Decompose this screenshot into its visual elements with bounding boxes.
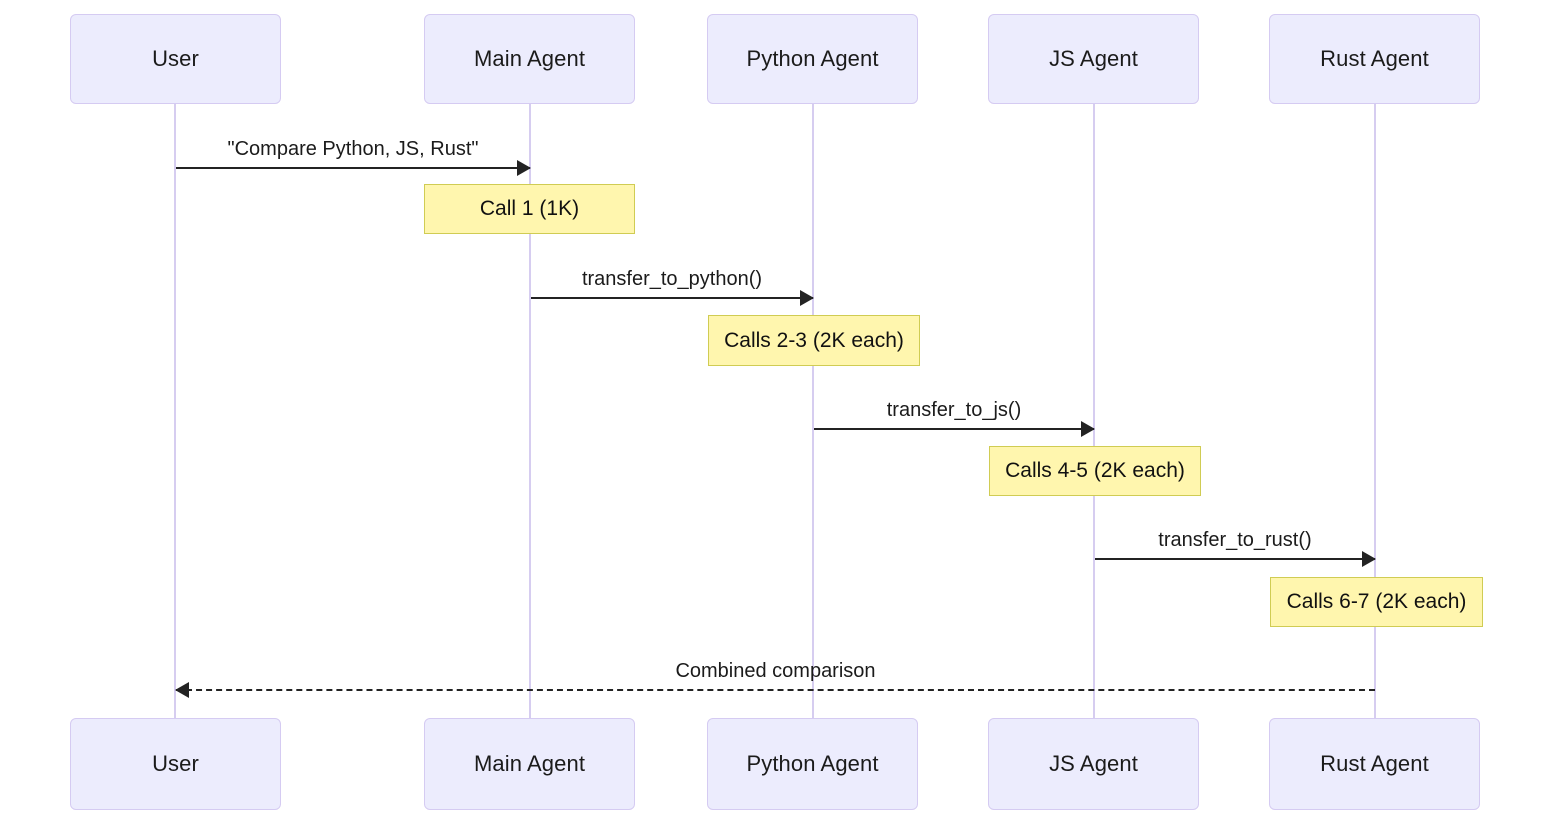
actor-box-rust-bottom[interactable]: Rust Agent (1269, 718, 1480, 810)
lifeline-js (1093, 104, 1095, 718)
message-line-compare-request (176, 167, 530, 169)
arrow-head-icon-transfer-to-rust (1362, 551, 1376, 567)
actor-label-python-bottom: Python Agent (746, 751, 879, 776)
note-label-calls-6-7: Calls 6-7 (2K each) (1286, 590, 1467, 613)
actor-label-js-top: JS Agent (1049, 46, 1138, 71)
arrow-head-icon-transfer-to-js (1081, 421, 1095, 437)
actor-label-rust-bottom: Rust Agent (1320, 751, 1429, 776)
message-label-transfer-to-python: transfer_to_python() (581, 268, 763, 290)
note-label-calls-2-3: Calls 2-3 (2K each) (724, 328, 904, 352)
actor-box-js-bottom[interactable]: JS Agent (988, 718, 1199, 810)
actor-label-main-top: Main Agent (473, 46, 586, 71)
actor-box-main-top[interactable]: Main Agent (424, 14, 635, 104)
actor-box-user-bottom[interactable]: User (70, 718, 281, 810)
message-line-transfer-to-rust (1095, 558, 1375, 560)
note-calls-6-7[interactable]: Calls 6-7 (2K each) (1270, 577, 1483, 627)
actor-label-main-bottom: Main Agent (473, 751, 586, 776)
lifeline-rust (1374, 104, 1376, 718)
message-label-compare-request: "Compare Python, JS, Rust" (227, 138, 479, 160)
actor-box-main-bottom[interactable]: Main Agent (424, 718, 635, 810)
message-label-combined-comparison: Combined comparison (675, 660, 876, 682)
arrow-head-icon-transfer-to-python (800, 290, 814, 306)
note-call-1[interactable]: Call 1 (1K) (424, 184, 635, 234)
message-line-transfer-to-python (531, 297, 813, 299)
note-calls-2-3[interactable]: Calls 2-3 (2K each) (708, 315, 920, 366)
actor-box-rust-top[interactable]: Rust Agent (1269, 14, 1480, 104)
actor-label-python-top: Python Agent (746, 46, 879, 71)
lifeline-user (174, 104, 176, 718)
lifeline-main (529, 104, 531, 718)
arrow-head-icon-compare-request (517, 160, 531, 176)
actor-label-js-bottom: JS Agent (1049, 751, 1138, 776)
note-label-calls-4-5: Calls 4-5 (2K each) (1005, 459, 1185, 482)
actor-label-user-bottom: User (152, 751, 199, 776)
lifeline-python (812, 104, 814, 718)
message-label-transfer-to-rust: transfer_to_rust() (1158, 529, 1312, 551)
actor-box-user-top[interactable]: User (70, 14, 281, 104)
arrow-head-icon-combined-comparison (175, 682, 189, 698)
actor-label-user-top: User (152, 46, 199, 71)
message-line-transfer-to-js (814, 428, 1094, 430)
note-calls-4-5[interactable]: Calls 4-5 (2K each) (989, 446, 1201, 496)
actor-box-js-top[interactable]: JS Agent (988, 14, 1199, 104)
message-label-transfer-to-js: transfer_to_js() (886, 399, 1022, 421)
note-label-call-1: Call 1 (1K) (479, 197, 580, 220)
actor-box-python-top[interactable]: Python Agent (707, 14, 918, 104)
message-line-combined-comparison (176, 689, 1375, 691)
actor-box-python-bottom[interactable]: Python Agent (707, 718, 918, 810)
actor-label-rust-top: Rust Agent (1320, 46, 1429, 71)
